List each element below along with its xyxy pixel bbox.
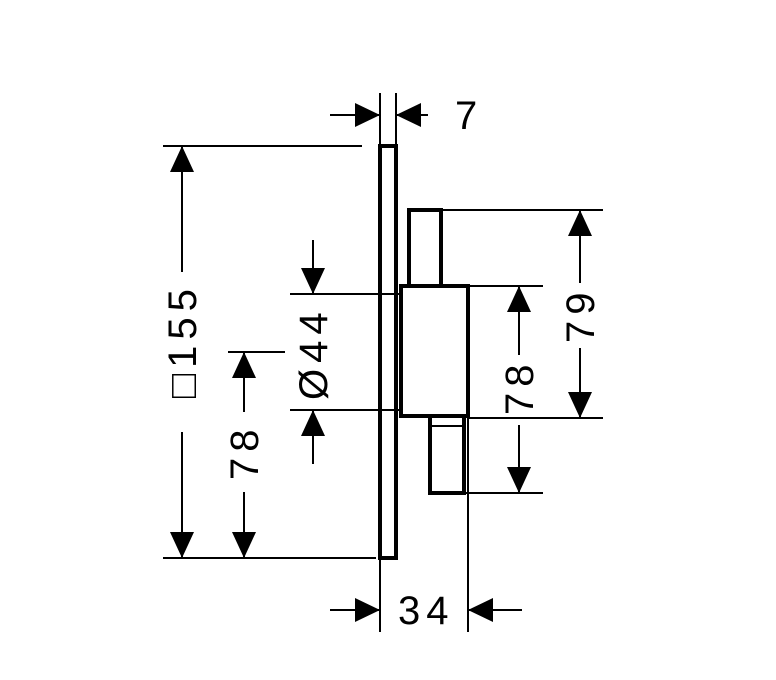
dim-44-arrow-bottom [301,410,325,436]
dim-79-arrow-top [568,210,592,236]
dim-78-right-arrow-bottom [507,467,531,493]
part-outline [378,144,470,560]
dimension-7: 7 [330,93,483,146]
dim-155-label: □155 [161,283,205,398]
dimension-78-left: 78 [223,351,285,558]
lower-stem [428,414,466,495]
dim-79-label: 79 [559,287,603,344]
dimension-diameter-44: Ø44 [290,240,401,464]
dim-34-arrow-right [468,598,493,622]
upper-stem [407,208,443,288]
dim-78-left-arrow-bottom [232,532,256,558]
dimension-79: 79 [441,209,603,419]
dim-79-arrow-bottom [568,392,592,418]
cover-plate [378,144,398,560]
dim-44-arrow-top [301,268,325,294]
dim-78-right-label: 78 [498,359,542,416]
dim-155-arrow-bottom [170,532,194,558]
dim-34-label: 34 [398,589,455,633]
dim-44-label: Ø44 [292,306,336,400]
dim-34-arrow-left [355,598,380,622]
dim-7-arrow-right [396,103,421,127]
dim-7-label: 7 [455,94,483,138]
valve-body [399,284,470,418]
dimension-34: 34 [330,416,522,633]
dim-78-right-arrow-top [507,286,531,312]
dim-78-left-arrow-top [232,352,256,378]
dim-78-left-label: 78 [223,424,267,481]
dimension-78-right: 78 [464,285,543,494]
dim-7-arrow-left [355,103,380,127]
dim-155-arrow-top [170,146,194,172]
dimension-155: □155 [161,145,376,559]
